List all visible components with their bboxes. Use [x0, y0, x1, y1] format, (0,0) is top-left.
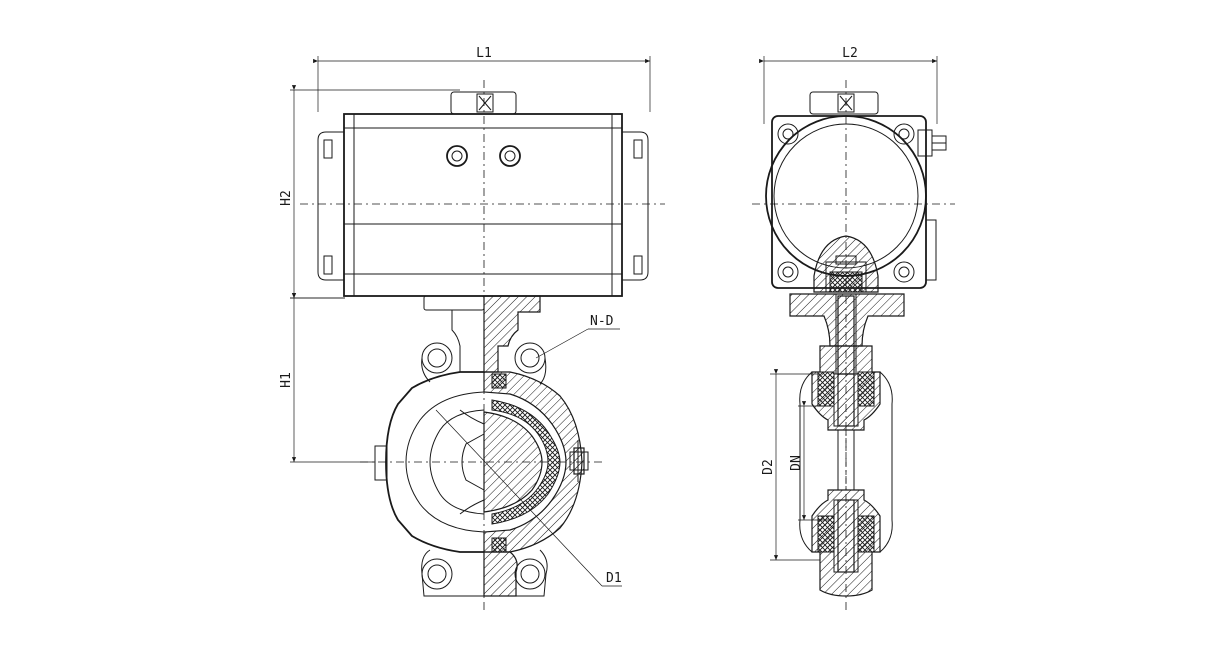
- front-view: L1 H2 H1: [279, 46, 665, 610]
- side-position-indicator: [809, 91, 879, 115]
- dimension-d2: D2: [761, 369, 820, 561]
- label-dn: DN: [789, 455, 804, 471]
- valve-neck: [423, 295, 541, 373]
- side-valve-body: [799, 345, 893, 597]
- label-nd: N-D: [590, 314, 614, 329]
- label-d1: D1: [606, 571, 622, 586]
- drive-boss: [813, 235, 879, 293]
- leader-nd: N-D: [535, 314, 620, 359]
- dimension-l1: L1: [313, 46, 651, 112]
- actuator-body: [317, 113, 649, 297]
- leader-d1: D1: [435, 409, 622, 587]
- label-l1: L1: [476, 46, 492, 61]
- label-h2: H2: [279, 190, 294, 206]
- dimension-h1: H1: [279, 293, 375, 463]
- side-view: L2: [752, 46, 955, 610]
- position-indicator: [450, 91, 517, 115]
- valve-body-section: [483, 342, 589, 597]
- label-h1: H1: [279, 372, 294, 388]
- dimension-h2: H2: [279, 85, 460, 299]
- label-l2: L2: [842, 46, 858, 61]
- dimension-dn: DN: [789, 401, 830, 521]
- dimension-l2: L2: [759, 46, 938, 124]
- label-d2: D2: [761, 459, 776, 475]
- valve-body: [374, 342, 485, 597]
